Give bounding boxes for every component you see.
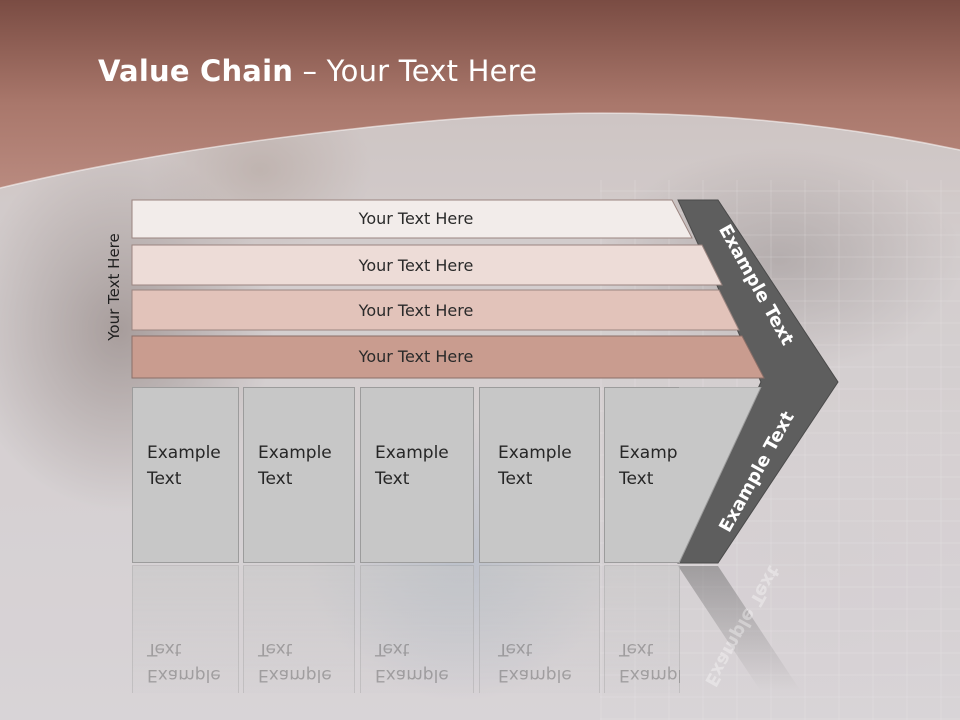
column-3-label: Example Text <box>375 443 449 489</box>
column-4-reflection: Example Text <box>479 565 600 693</box>
header-band <box>0 0 960 189</box>
page-title: Value Chain – Your Text Here <box>98 54 537 88</box>
column-3-reflection: Example Text <box>360 565 474 693</box>
column-5-reflection-text: Example Text <box>619 639 680 685</box>
column-3-reflection-text: Example Text <box>375 639 449 685</box>
column-5-reflection: Example Text <box>604 565 680 693</box>
column-4-label: Example Text <box>498 443 572 489</box>
column-3: Example Text <box>360 387 474 563</box>
column-1-reflection-text: Example Text <box>147 639 221 685</box>
bar-4: Your Text Here <box>131 335 765 379</box>
column-5-slant <box>678 387 762 564</box>
bar-1: Your Text Here <box>131 199 693 240</box>
column-2-reflection: Example Text <box>243 565 355 693</box>
column-5-label: Example Text <box>619 443 693 489</box>
title-rest: – Your Text Here <box>293 54 538 88</box>
bar-3-label: Your Text Here <box>358 301 474 320</box>
title-bold: Value Chain <box>98 54 294 88</box>
bar-2-label: Your Text Here <box>358 256 474 275</box>
column-1-label: Example Text <box>147 443 221 489</box>
column-2: Example Text <box>243 387 355 563</box>
bar-4-label: Your Text Here <box>358 347 474 366</box>
column-1: Example Text <box>132 387 239 563</box>
bar-2: Your Text Here <box>131 244 723 286</box>
column-4-reflection-text: Example Text <box>498 639 572 685</box>
column-4: Example Text <box>479 387 600 563</box>
column-1-reflection: Example Text <box>132 565 239 693</box>
column-2-label: Example Text <box>258 443 332 489</box>
column-5: Example Text <box>604 387 693 563</box>
column-2-reflection-text: Example Text <box>258 639 332 685</box>
bar-1-label: Your Text Here <box>358 209 474 228</box>
bar-3: Your Text Here <box>131 289 740 331</box>
